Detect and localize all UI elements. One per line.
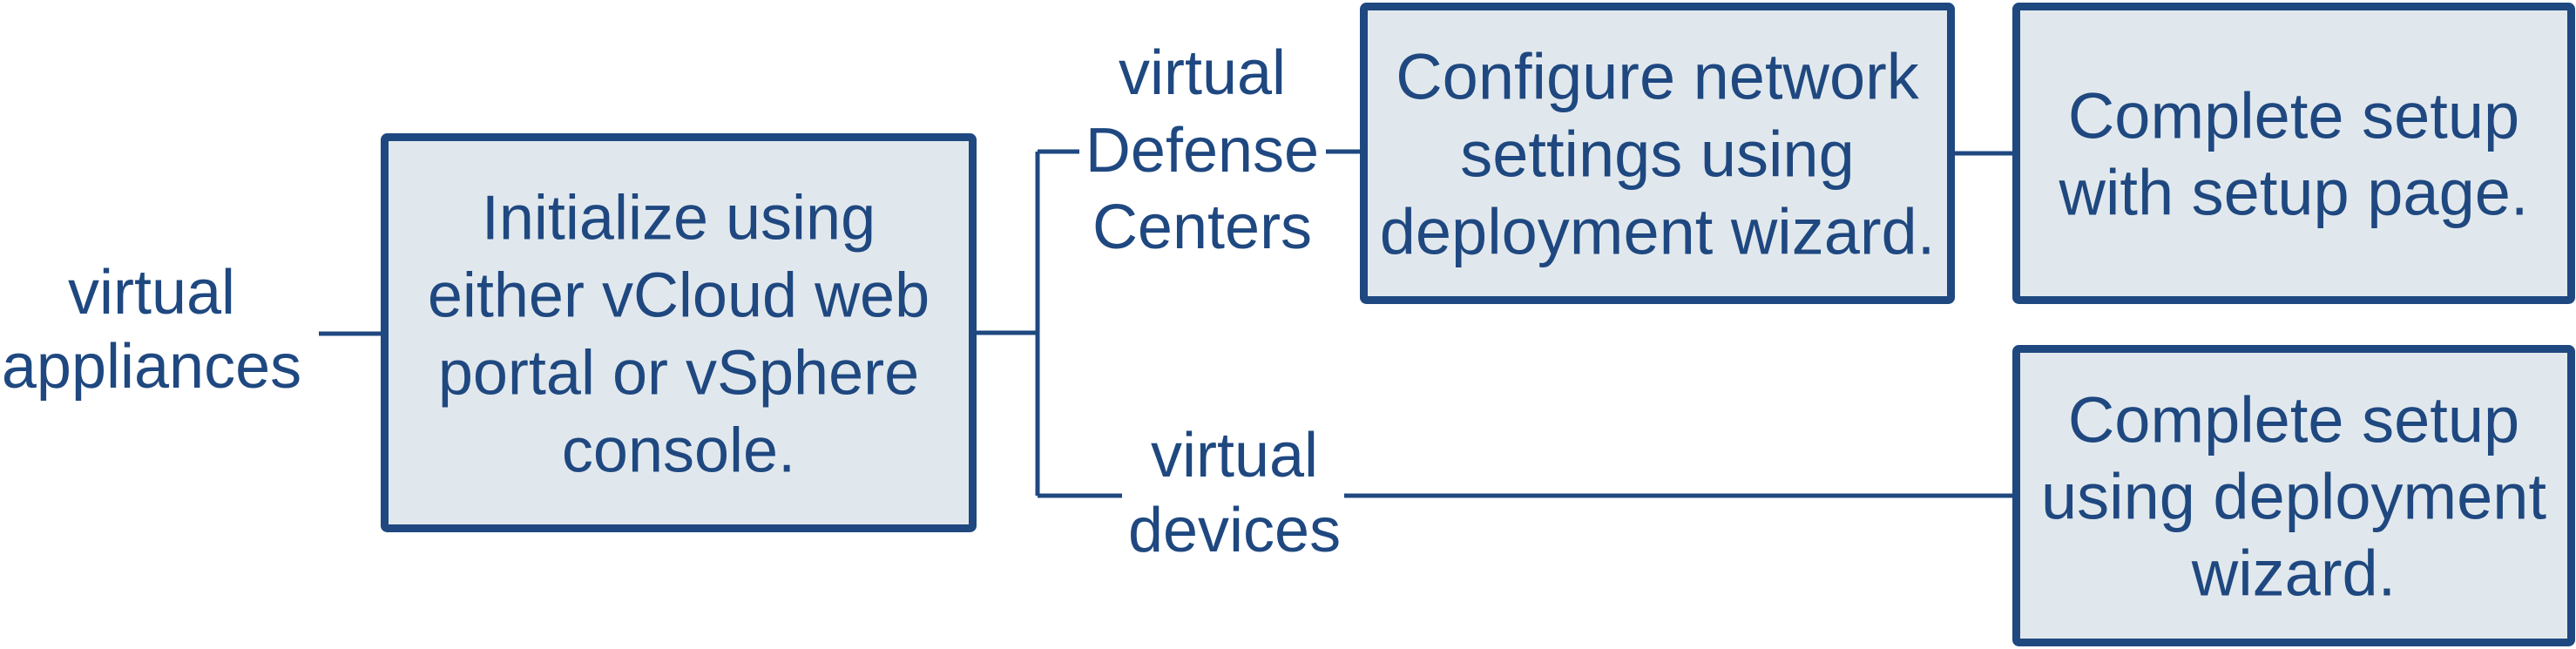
step-text-line: with setup page. — [2059, 156, 2529, 228]
step-text-line: Configure network — [1396, 40, 1920, 112]
label-text-line: virtual — [1119, 38, 1286, 108]
label-text-line: virtual — [68, 258, 235, 328]
label-text-line: devices — [1128, 496, 1341, 565]
step-box-frame — [2012, 3, 2575, 304]
labels: virtualappliancesvirtualDefenseCentersvi… — [2, 38, 1341, 565]
step-text-line: Complete setup — [2068, 383, 2519, 456]
step-text-line: Complete setup — [2068, 79, 2519, 152]
label-text-line: Defense — [1085, 116, 1319, 186]
step-text-line: deployment wizard. — [1380, 195, 1936, 267]
step-box-frame — [2012, 345, 2575, 646]
label-text-line: appliances — [2, 332, 301, 402]
label-text-line: virtual — [1151, 421, 1318, 490]
label-text-line: Centers — [1092, 193, 1312, 262]
step-text-line: wizard. — [2191, 537, 2396, 609]
step-box-frame — [1360, 3, 1955, 304]
step-text-line: settings using — [1460, 118, 1855, 190]
step-box-frame — [381, 133, 977, 532]
connectors — [319, 149, 2012, 498]
step-text-line: either vCloud web — [428, 260, 930, 330]
step-text-line: using deployment — [2041, 460, 2546, 532]
step-text-line: console. — [562, 416, 795, 485]
step-text-line: Initialize using — [482, 183, 876, 253]
step-text-line: portal or vSphere — [438, 338, 919, 408]
